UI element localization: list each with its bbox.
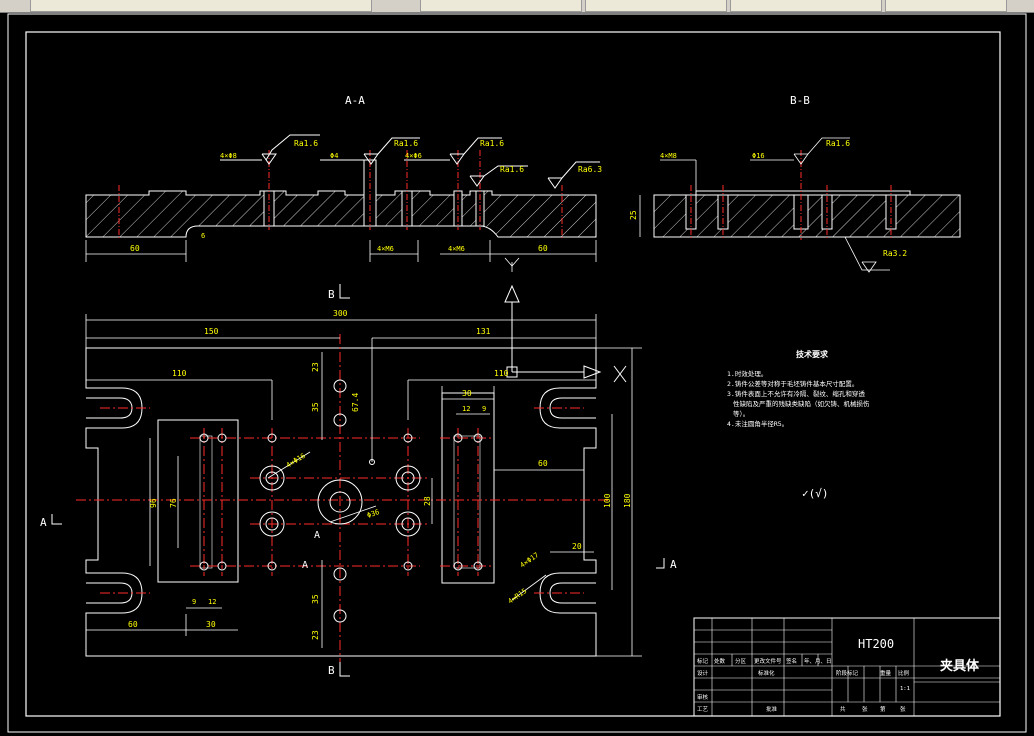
dim-label: 100	[603, 493, 612, 508]
tb-cell: 张	[900, 705, 906, 713]
dim-label: 60	[538, 459, 548, 468]
tech-item: 性缺陷及严重的残缺类缺陷（如欠铸、机械损伤	[733, 399, 870, 408]
dim-label: 20	[572, 542, 582, 551]
dim-label: Φ36	[366, 508, 381, 520]
dim-label: 30	[462, 389, 472, 398]
tech-item: 1.时效处理。	[727, 369, 767, 378]
cut-label-b: B	[328, 288, 335, 301]
taskbar-strip	[0, 0, 1034, 13]
dim-label: 9	[482, 405, 486, 413]
tb-cell: 标记	[697, 657, 709, 665]
cut-label-a: A	[670, 558, 677, 571]
lineweight-dropdown[interactable]	[730, 0, 882, 12]
dim-label: 35	[311, 594, 320, 604]
roughness-label: Ra3.2	[883, 249, 907, 258]
tb-cell: 年、月、日	[804, 657, 832, 665]
dim-label: 9	[192, 598, 196, 606]
dim-label: 4×Φ17	[519, 551, 541, 570]
roughness-label: Ra1.6	[826, 139, 850, 148]
tech-item: 2.铸件公差等对称于毛坯铸件基本尺寸配置。	[727, 379, 858, 388]
tech-requirements: 技术要求 1.时效处理。 2.铸件公差等对称于毛坯铸件基本尺寸配置。 3.铸件表…	[727, 349, 870, 500]
dim-label: 4×M6	[377, 245, 394, 253]
dim-label: Φ16	[752, 152, 765, 160]
section-aa: A-A	[85, 94, 602, 272]
cut-label-a: A	[302, 560, 308, 571]
tech-item: 3.铸件表面上不允许有冷隔、裂纹、缩孔和穿透	[727, 389, 865, 398]
sheet-border	[7, 13, 1027, 733]
plan-view: 300 150 131 110 110 60 23 35 67.4 35 23 …	[40, 284, 677, 677]
tb-cell: 设计	[697, 669, 709, 677]
dim-label: 60	[538, 244, 548, 253]
tb-cell: 审核	[697, 693, 709, 701]
section-bb: B-B 4×M8 Φ16 Ra1.6	[629, 94, 961, 273]
tb-cell: 工艺	[697, 706, 709, 713]
roughness-label: Ra1.6	[394, 139, 418, 148]
material: HT200	[858, 637, 894, 651]
tb-cell: 签名	[786, 657, 797, 665]
dim-label: 180	[623, 493, 632, 508]
dim-label: 60	[128, 620, 138, 629]
dim-label: 110	[494, 369, 509, 378]
title-block: HT200 夹具体 标记 处数 分区 更改文件号 签名 年、月、日 设计 标准化…	[693, 617, 1001, 717]
cut-label-b: B	[328, 664, 335, 677]
roughness-symbol: ✓(√)	[802, 487, 829, 500]
dim-label: 23	[311, 362, 320, 372]
section-bb-title: B-B	[790, 94, 810, 107]
dim-label: 67.4	[351, 393, 360, 412]
toolbar-segment[interactable]	[30, 0, 372, 12]
cut-label-a: A	[314, 530, 320, 541]
dim-label: 96	[149, 498, 158, 508]
dim-label: 300	[333, 309, 348, 318]
dim-label: 35	[311, 402, 320, 412]
tb-cell: 张	[862, 705, 868, 713]
linetype-dropdown[interactable]	[585, 0, 727, 12]
tb-cell: 重量	[880, 669, 892, 677]
dim-label: 12	[462, 405, 470, 413]
dim-label: 60	[130, 244, 140, 253]
dim-label: 4×M6	[448, 245, 465, 253]
tb-cell: 更改文件号	[754, 657, 782, 665]
dim-label: 131	[476, 327, 491, 336]
dim-label: 28	[423, 496, 432, 506]
tb-cell: 第	[880, 705, 886, 713]
drawing-frame	[25, 31, 1001, 717]
tb-cell: 标准化	[758, 669, 775, 677]
dim-label: 150	[204, 327, 219, 336]
tb-cell: 分区	[735, 657, 747, 665]
roughness-label: Ra1.6	[480, 139, 504, 148]
dim-label: 4×Φ8	[220, 152, 237, 160]
dim-label: 4×Φ6	[405, 152, 422, 160]
tb-cell: 共	[840, 705, 846, 713]
tb-cell: 阶段标记	[836, 669, 859, 677]
dim-label: 30	[206, 620, 216, 629]
layer-dropdown[interactable]	[420, 0, 582, 12]
tech-item: 等）。	[733, 409, 749, 418]
part-name: 夹具体	[940, 658, 980, 674]
dim-label: 76	[169, 498, 178, 508]
dim-label: 6	[201, 232, 205, 240]
tb-cell: 批准	[766, 705, 778, 713]
tb-cell: 比例	[898, 669, 910, 677]
roughness-label: Ra1.6	[294, 139, 318, 148]
dim-label: 4×Φ16	[285, 452, 307, 470]
tech-heading: 技术要求	[796, 349, 829, 359]
tb-cell: 1:1	[900, 686, 910, 692]
cut-label-a: A	[40, 516, 47, 529]
section-aa-title: A-A	[345, 94, 365, 107]
plotstyle-dropdown[interactable]	[885, 0, 1007, 12]
tech-item: 4.未注圆角半径R5。	[727, 419, 788, 428]
roughness-label: Ra1.6	[500, 165, 524, 174]
dim-label: 12	[208, 598, 216, 606]
roughness-label: Ra6.3	[578, 165, 602, 174]
tb-cell: 处数	[714, 657, 726, 665]
dim-label: 4×R15	[507, 587, 529, 606]
dim-label: 25	[629, 210, 638, 220]
dim-label: 110	[172, 369, 187, 378]
dim-label: Φ4	[330, 152, 338, 160]
dim-label: 23	[311, 630, 320, 640]
dim-label: 4×M8	[660, 152, 677, 160]
